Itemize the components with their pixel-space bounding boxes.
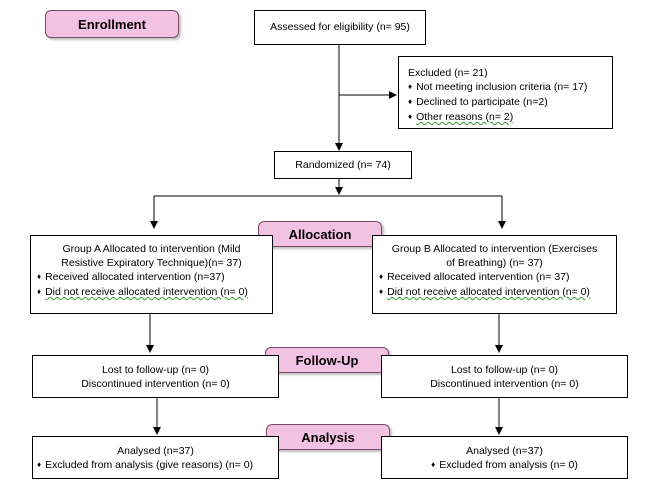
group-b-not-received: Did not receive allocated intervention (… — [379, 285, 616, 300]
excluded-item: Declined to participate (n=2) — [408, 95, 612, 110]
group-b-allocation-box: Group B Allocated to intervention (Exerc… — [372, 235, 617, 314]
stage-allocation-label: Allocation — [288, 226, 352, 242]
group-a-discontinued: Discontinued intervention (n= 0) — [81, 378, 230, 390]
stage-analysis: Analysis — [266, 424, 390, 450]
group-b-analysed: Analysed (n=37) — [466, 445, 543, 457]
group-b-alloc-line2: of Breathing) (n= 37) — [446, 257, 543, 269]
group-a-excluded-analysis: Excluded from analysis (give reasons) (n… — [37, 458, 278, 473]
group-b-excluded-analysis: Excluded from analysis (n= 0) — [382, 458, 627, 473]
group-a-received: Received allocated intervention (n=37) — [37, 270, 272, 285]
stage-followup-label: Follow-Up — [295, 352, 359, 368]
excluded-item: Other reasons (n= 2) — [408, 110, 612, 125]
stage-enrollment-label: Enrollment — [78, 16, 146, 32]
group-a-alloc-line1: Group A Allocated to intervention (Mild — [62, 243, 241, 255]
group-b-not-received-text: Did not receive allocated intervention (… — [387, 286, 590, 298]
group-a-alloc-line2: Resistive Expiratory Technique)(n= 37) — [61, 257, 242, 269]
excluded-item: Not meeting inclusion criteria (n= 17) — [408, 80, 612, 95]
group-a-analysed: Analysed (n=37) — [117, 445, 194, 457]
excluded-title: Excluded (n= 21) — [408, 67, 488, 79]
group-a-not-received-text: Did not receive allocated intervention (… — [45, 286, 248, 298]
assessed-box: Assessed for eligibility (n= 95) — [254, 10, 426, 45]
stage-enrollment: Enrollment — [45, 10, 179, 38]
assessed-text: Assessed for eligibility (n= 95) — [270, 21, 410, 33]
group-b-followup-box: Lost to follow-up (n= 0) Discontinued in… — [381, 355, 628, 398]
group-a-analysis-box: Analysed (n=37) Excluded from analysis (… — [32, 436, 279, 479]
excluded-box: Excluded (n= 21) Not meeting inclusion c… — [398, 56, 613, 129]
randomized-text: Randomized (n= 74) — [295, 159, 391, 171]
stage-allocation: Allocation — [258, 221, 382, 247]
group-a-not-received: Did not receive allocated intervention (… — [37, 285, 272, 300]
group-b-received: Received allocated intervention (n= 37) — [379, 270, 616, 285]
excluded-item-text: Other reasons (n= 2) — [416, 111, 514, 123]
group-a-lost: Lost to follow-up (n= 0) — [101, 364, 210, 376]
group-a-allocation-box: Group A Allocated to intervention (Mild … — [30, 235, 273, 314]
group-b-lost: Lost to follow-up (n= 0) — [450, 364, 559, 376]
group-a-followup-box: Lost to follow-up (n= 0) Discontinued in… — [32, 355, 279, 398]
group-b-alloc-line1: Group B Allocated to intervention (Exerc… — [391, 243, 598, 255]
stage-followup: Follow-Up — [265, 347, 389, 373]
stage-analysis-label: Analysis — [301, 429, 355, 445]
randomized-box: Randomized (n= 74) — [274, 151, 412, 179]
group-b-analysis-box: Analysed (n=37) Excluded from analysis (… — [381, 436, 628, 479]
group-b-discontinued: Discontinued intervention (n= 0) — [430, 378, 579, 390]
